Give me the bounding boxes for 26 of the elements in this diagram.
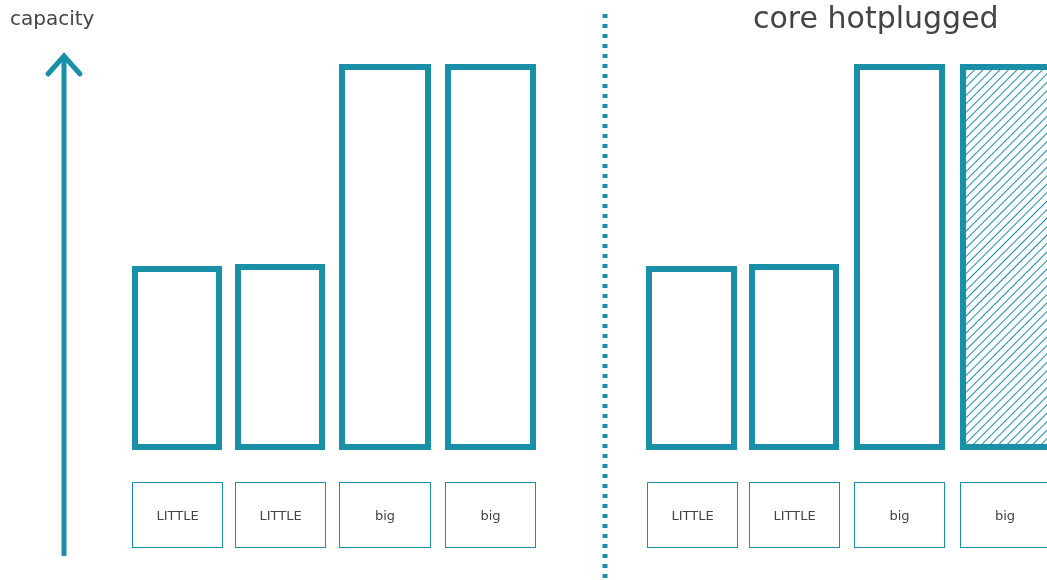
capacity-bar	[132, 266, 222, 450]
hatched-capacity-bar	[960, 64, 1047, 450]
axis-label: capacity	[10, 6, 95, 30]
core-label-box	[960, 482, 1047, 548]
core-label-box	[647, 482, 738, 548]
capacity-bar	[339, 64, 431, 450]
capacity-bar	[445, 64, 536, 450]
core-type-label: big	[480, 507, 501, 523]
capacity-bar	[749, 264, 839, 450]
core-type-label: LITTLE	[671, 507, 714, 523]
core-type-label: LITTLE	[259, 507, 302, 523]
capacity-bar	[235, 264, 325, 450]
capacity-bar	[854, 64, 945, 450]
panel-title: core hotplugged	[753, 0, 999, 35]
core-type-label: LITTLE	[773, 507, 816, 523]
core-label-box	[132, 482, 223, 548]
core-label-box	[339, 482, 431, 548]
core-type-label: big	[374, 507, 396, 523]
core-label-box	[854, 482, 945, 548]
core-type-label: big	[889, 507, 910, 523]
core-type-label: LITTLE	[156, 507, 199, 523]
core-type-label: big	[995, 507, 1016, 523]
capacity-bar	[646, 266, 737, 450]
core-label-box	[749, 482, 840, 548]
core-label-box	[235, 482, 326, 548]
core-label-box	[445, 482, 536, 548]
